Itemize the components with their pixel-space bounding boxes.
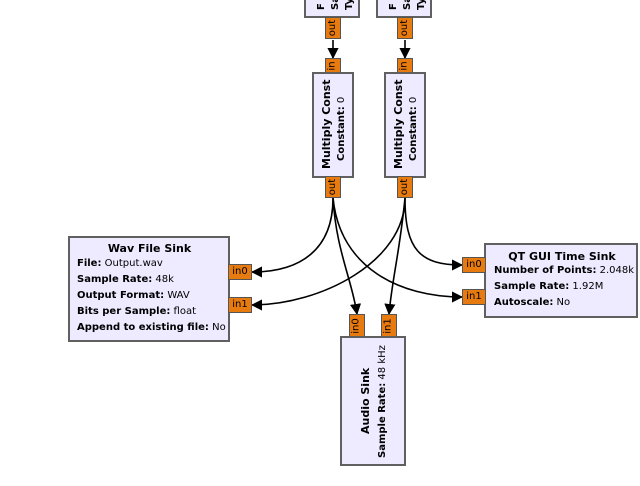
multiply-const-right-title: Multiply Const (392, 79, 405, 170)
top-left-line-2: Sa (330, 0, 341, 10)
port-label: out (399, 19, 411, 37)
qt-gui-time-sink-block[interactable]: QT GUI Time Sink Number of Points: 2.048… (484, 243, 638, 318)
top-source-block-left[interactable]: F Sa Ty (304, 0, 360, 18)
qt-param-autoscale: Autoscale: No (494, 297, 571, 308)
multiply-const-left-param: Constant: 0 (336, 96, 347, 161)
wav-param-output-format: Output Format: WAV (77, 290, 190, 301)
top-right-line-2: Sa (402, 0, 413, 10)
qt-in1-port[interactable]: in1 (462, 289, 486, 305)
port-label: in (399, 61, 410, 71)
multiply-const-block-right[interactable]: Multiply Const Constant: 0 (384, 72, 426, 178)
top-right-out-port[interactable]: out (397, 17, 413, 39)
top-source-block-right[interactable]: F Sa Ty (376, 0, 432, 18)
wire-mult-left-to-qt-in1 (332, 197, 464, 303)
qt-gui-time-sink-title: QT GUI Time Sink (508, 250, 616, 263)
port-label: in (327, 61, 338, 71)
qt-in0-port[interactable]: in0 (462, 257, 486, 273)
mult-left-out-port[interactable]: out (325, 176, 341, 198)
wire-mult-left-to-wav-in0 (250, 197, 334, 278)
port-label: out (327, 178, 339, 196)
top-right-line-3: Ty (416, 0, 427, 10)
wav-file-sink-title: Wav File Sink (107, 242, 192, 255)
audio-in1-port[interactable]: in1 (381, 314, 397, 338)
top-left-line-3: Ty (344, 0, 355, 10)
audio-param-sample-rate: Sample Rate: 48 kHz (377, 345, 388, 458)
port-label: in0 (351, 318, 363, 334)
wav-param-bits-per-sample: Bits per Sample: float (77, 306, 197, 317)
multiply-const-right-param: Constant: 0 (408, 96, 419, 161)
wav-file-sink-block[interactable]: Wav File Sink File: Output.wav Sample Ra… (68, 236, 230, 342)
audio-in0-port[interactable]: in0 (349, 314, 365, 338)
port-label: out (399, 178, 411, 196)
multiply-const-block-left[interactable]: Multiply Const Constant: 0 (312, 72, 354, 178)
wire-mult-right-to-qt-in0 (404, 197, 464, 271)
multiply-const-left-title: Multiply Const (320, 79, 333, 170)
port-label: out (327, 19, 339, 37)
top-right-line-1: F (388, 3, 399, 10)
qt-param-sample-rate: Sample Rate: 1.92M (494, 281, 604, 292)
mult-right-out-port[interactable]: out (397, 176, 413, 198)
audio-sink-block[interactable]: Audio Sink Sample Rate: 48 kHz (340, 336, 406, 466)
wire-mult-right-to-wav-in1 (250, 197, 406, 311)
wire-mult-right-to-audio-in1 (384, 197, 406, 316)
wav-in1-port[interactable]: in1 (228, 297, 252, 313)
wav-param-append: Append to existing file: No (77, 322, 226, 333)
top-left-out-port[interactable]: out (325, 17, 341, 39)
wav-param-sample-rate: Sample Rate: 48k (77, 274, 174, 285)
wav-param-file: File: Output.wav (77, 258, 163, 269)
port-label: in1 (383, 318, 395, 334)
audio-sink-title: Audio Sink (359, 367, 372, 434)
top-left-line-1: F (316, 3, 327, 10)
wire-mult-left-to-audio-in0 (332, 197, 362, 316)
qt-param-number-of-points: Number of Points: 2.048k (494, 265, 635, 276)
wav-in0-port[interactable]: in0 (228, 264, 252, 280)
